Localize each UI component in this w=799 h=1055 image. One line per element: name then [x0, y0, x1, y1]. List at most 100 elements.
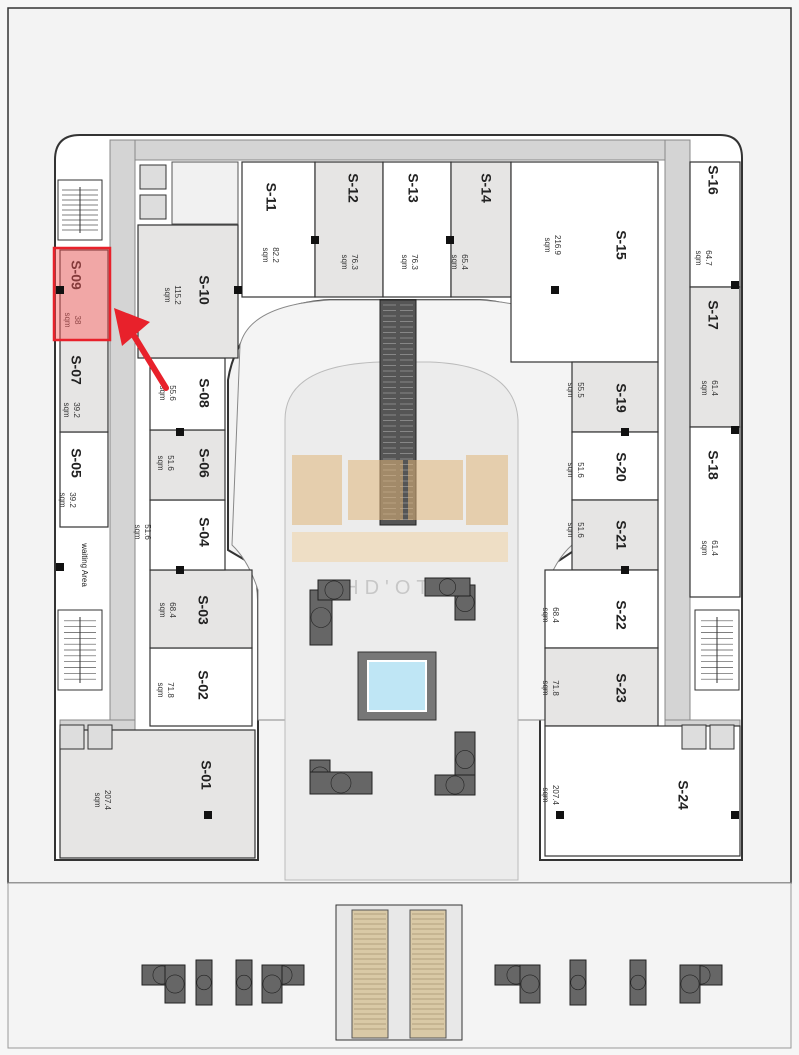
planter — [629, 959, 647, 1006]
unit-shape — [571, 499, 659, 571]
unit-shape — [149, 357, 226, 431]
planter — [679, 964, 701, 1004]
watermark-bar — [292, 532, 508, 562]
unit-code: S-07 — [68, 355, 84, 385]
unit-shape — [149, 499, 226, 571]
arrow-head — [114, 308, 150, 346]
planter-tree — [520, 974, 540, 994]
units-layer: S-01207.4sqmS-0271.8sqmS-0368.4sqmS-0451… — [58, 161, 741, 859]
unit-sqm: sqm — [63, 312, 72, 327]
column — [731, 281, 739, 289]
planter-tree — [310, 607, 332, 628]
planter-tree — [570, 974, 586, 991]
unit-area: 55.5 — [576, 382, 585, 398]
column — [311, 236, 319, 244]
unit-code: S-13 — [405, 173, 421, 203]
stair-steps — [701, 617, 733, 683]
unit-code: S-03 — [195, 595, 211, 625]
unit-code: S-10 — [196, 275, 212, 305]
unit-sqm: sqm — [261, 247, 270, 262]
unit-area: 51.6 — [576, 462, 585, 478]
unit-sqm: sqm — [158, 385, 167, 400]
unit-shape — [689, 161, 741, 288]
escalator-entrance — [335, 904, 463, 1041]
planter — [569, 959, 587, 1006]
planter — [434, 774, 476, 796]
unit-code: S-01 — [198, 760, 214, 790]
unit-area: 39.2 — [68, 492, 77, 508]
watermark-block — [348, 460, 403, 520]
unit-area: 207.4 — [103, 790, 112, 811]
planter-tree — [680, 974, 700, 994]
unit-sqm: sqm — [163, 287, 172, 302]
unit-area: 39.2 — [72, 402, 81, 418]
unit-shape — [59, 249, 109, 341]
unit-code: S-12 — [345, 173, 361, 203]
unit-code: S-18 — [705, 450, 721, 480]
unit-area: 64.7 — [704, 250, 713, 266]
unit-sqm: sqm — [566, 522, 575, 537]
unit-shape — [382, 161, 452, 298]
unit-shape — [689, 426, 741, 598]
unit-area: 61.4 — [710, 540, 719, 556]
planter-tree — [445, 775, 465, 795]
unit-code: S-16 — [705, 165, 721, 195]
watermark-block — [408, 460, 463, 520]
elevator-car — [709, 724, 735, 750]
restroom-block — [171, 161, 239, 225]
unit-shape — [544, 725, 741, 857]
column — [621, 566, 629, 574]
unit-sqm: sqm — [158, 602, 167, 617]
watermark-block — [292, 455, 342, 525]
planter-tree — [330, 772, 352, 794]
planter-tree — [439, 578, 456, 596]
planter — [164, 964, 186, 1004]
column — [551, 286, 559, 294]
unit-sqm: sqm — [541, 680, 550, 695]
unit-sqm: sqm — [700, 540, 709, 555]
unit-code: S-24 — [675, 780, 691, 810]
unit-shape — [450, 161, 512, 298]
unit-area: 68.4 — [551, 607, 560, 623]
unit-area: 61.4 — [710, 380, 719, 396]
unit-area: 55.6 — [168, 385, 177, 401]
stair-core-left-bottom — [57, 609, 103, 691]
elevator-car — [139, 194, 167, 220]
planter-tree — [196, 974, 212, 991]
corridor-left — [109, 139, 136, 726]
elevators-right — [681, 724, 735, 750]
unit-area: 207.4 — [551, 785, 560, 806]
planter — [309, 771, 373, 795]
unit-shape — [510, 161, 659, 363]
unit-shape — [571, 361, 659, 433]
waiting-area-label: waiting Area — [80, 542, 89, 587]
fountain-water — [367, 660, 427, 712]
column — [204, 811, 212, 819]
column — [234, 286, 242, 294]
